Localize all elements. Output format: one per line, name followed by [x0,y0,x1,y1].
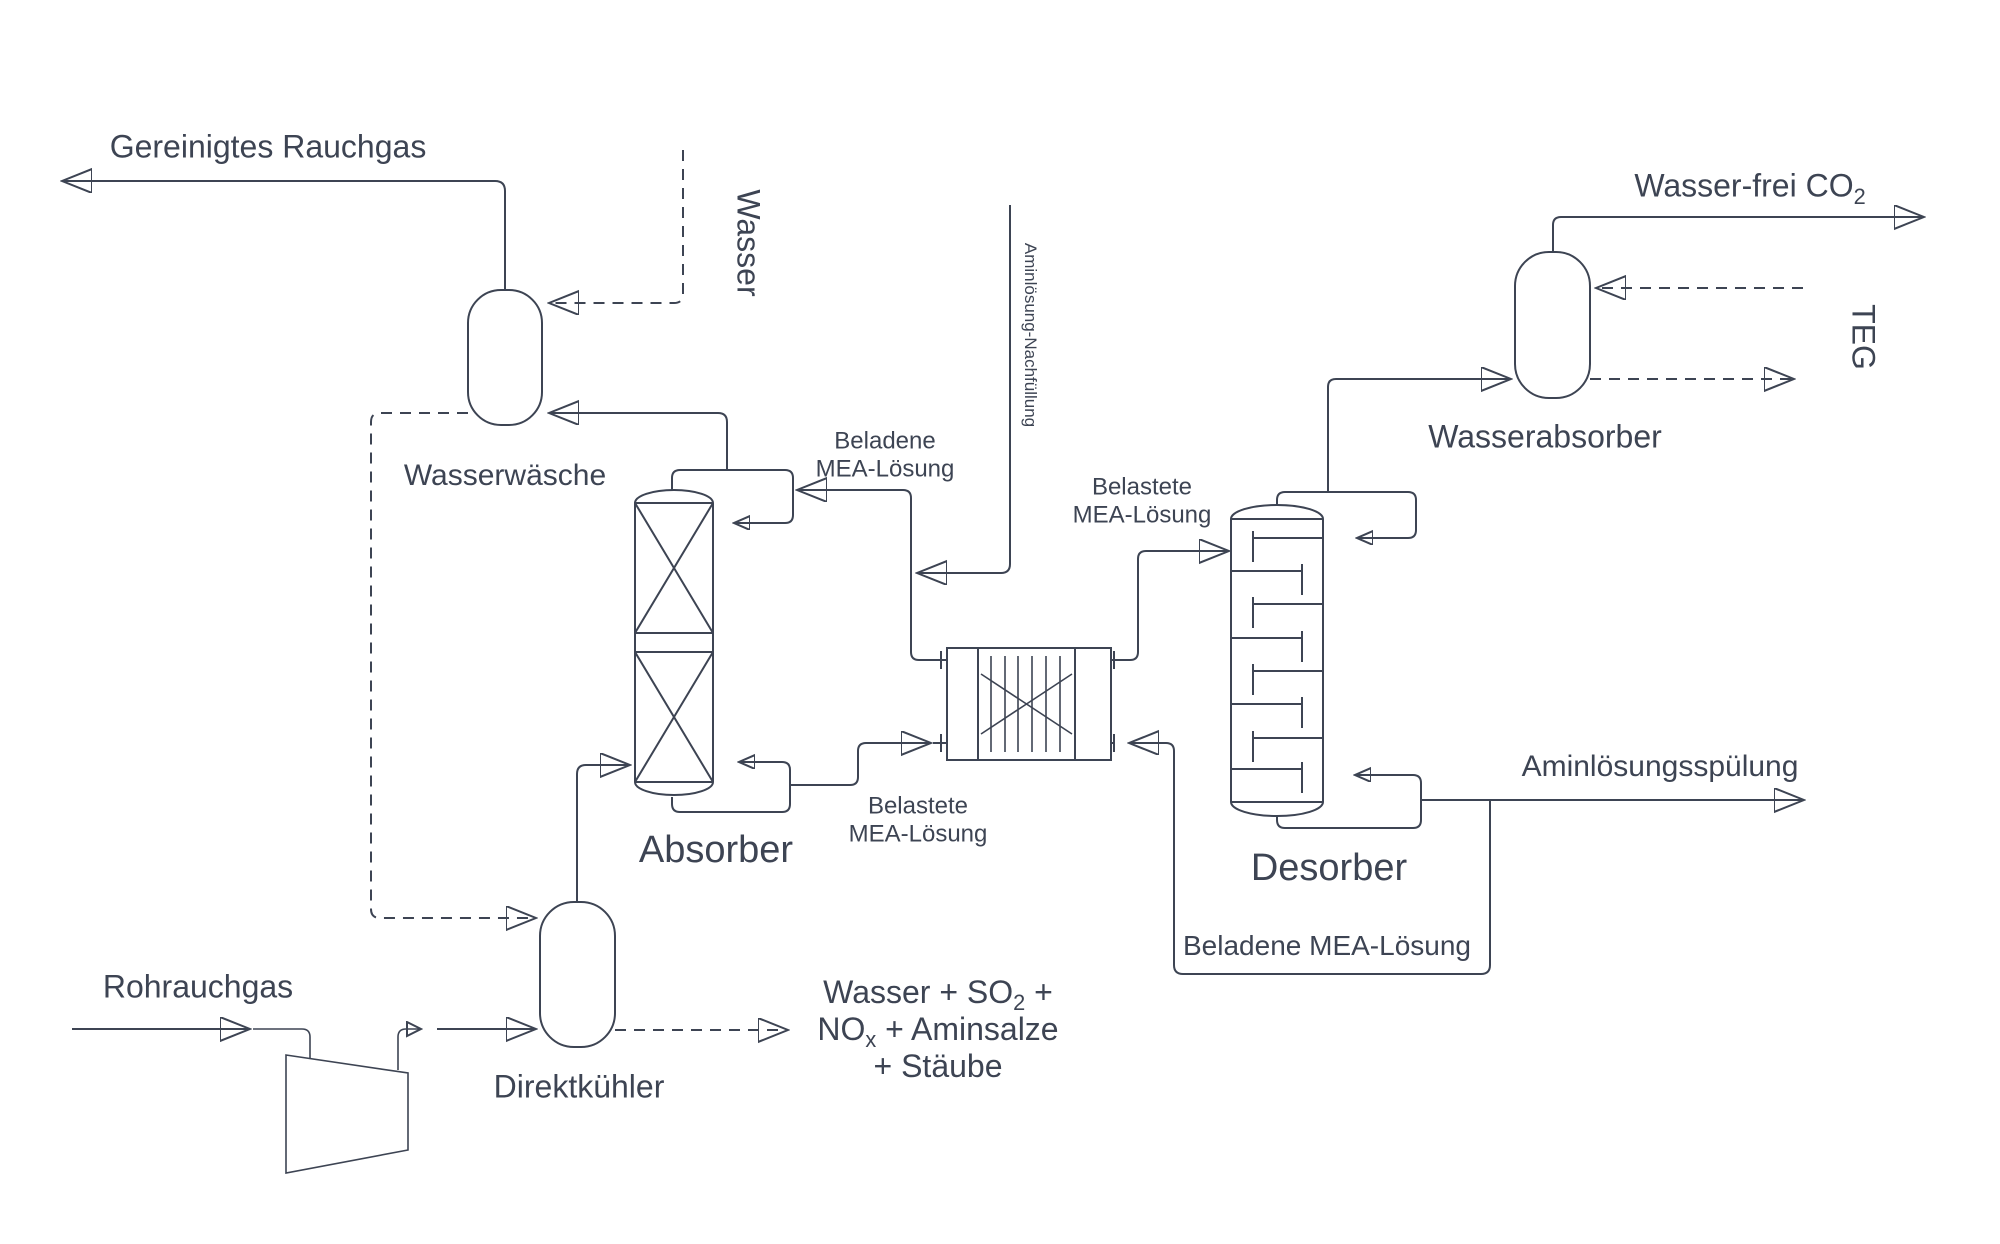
desorber-trays-left [1252,531,1323,762]
label-belastete-mea-top-line1: Belastete [1091,473,1193,501]
line-wasser-dashed [549,150,684,303]
label-abgas-line2-post: + Aminsalze [876,1010,1059,1047]
desorber-column [1230,504,1324,817]
heat-exchanger-left-header [946,647,979,761]
line-absorber-bottom-loop [671,762,791,813]
label-wasser-frei-co2-sub: 2 [1853,183,1866,209]
absorber-packing-x-bottom [634,651,714,783]
line-desorber-bottom-loop [1276,775,1422,829]
absorber-column [634,489,714,796]
label-wasser: Wasser [730,189,767,297]
line-wasserwaesche-to-direktkuehler [370,412,536,918]
heat-exchanger-tubes [990,656,1061,752]
line-absorber-top-loop [671,469,794,523]
line-wasserfrei-co2 [1552,217,1924,252]
label-abgas-line1-sub: 2 [1013,990,1026,1016]
desorber-head-lines [1231,518,1323,803]
desorber-trays-right [1231,564,1303,793]
label-belastete-mea-bottom-line1: Belastete [867,792,969,820]
wasserabsorber-vessel [1514,251,1591,399]
label-belastete-mea-bottom: Belastete MEA-Lösung [849,792,988,847]
label-abgas-line2-pre: NO [817,1010,866,1047]
label-belastete-mea-top-line2: MEA-Lösung [1072,501,1212,528]
label-abgas-line2-sub: x [865,1026,877,1052]
absorber-shell [634,489,714,796]
label-abgas: Wasser + SO2 + NOx + Aminsalze + Stäube [817,974,1058,1084]
label-desorber: Desorber [1250,847,1408,890]
label-beladene-mea-bottom: Beladene MEA-Lösung [1183,929,1471,961]
label-abgas-line3: + Stäube [873,1047,1003,1084]
label-beladene-mea-top: Beladene MEA-Lösung [816,427,955,482]
label-abgas-line1-post: + [1025,973,1053,1010]
label-aminloesung-nachfuellung: Aminlösung-Nachfüllung [1020,242,1040,428]
label-belastete-mea-bottom-line2: MEA-Lösung [848,820,988,847]
label-belastete-mea-top: Belastete MEA-Lösung [1073,473,1212,528]
line-gereinigtes-rauchgas [62,181,506,290]
label-beladene-mea-top-line1: Beladene [834,427,936,455]
label-abgas-line2: NOx + Aminsalze [817,1010,1059,1051]
label-wasser-frei-co2: Wasser-frei CO2 [1634,167,1865,208]
line-direktkuehler-to-absorber [576,765,630,902]
label-wasserwaesche: Wasserwäsche [403,458,607,492]
label-teg: TEG [1845,304,1882,370]
label-aminloesungsspuelung: Aminlösungsspülung [1521,749,1799,783]
line-aminloesung-nachfuellung [917,205,1011,573]
blower-fan [285,1054,409,1174]
line-desorber-to-exchanger-return [1129,743,1491,975]
label-abgas-line1: Wasser + SO2 + [817,973,1058,1014]
label-abgas-line1-pre: Wasser + SO [823,973,1014,1010]
heat-exchanger-x [980,673,1073,735]
absorber-section-lines [635,502,713,783]
heat-exchanger [940,647,1115,761]
line-absorber-to-wasserwaesche [549,413,728,470]
label-beladene-mea-top-line2: MEA-Lösung [815,455,955,482]
line-absorber-to-exchanger [790,743,931,786]
label-wasser-frei-co2-text: Wasser-frei CO [1634,167,1854,204]
label-absorber: Absorber [638,829,794,872]
heat-exchanger-right-header [1074,647,1112,761]
label-wasserabsorber: Wasserabsorber [1428,418,1662,455]
heat-exchanger-port-ticks [940,651,1115,752]
line-desorber-top-loop [1276,491,1417,538]
label-direktkuehler: Direktkühler [493,1068,665,1105]
line-exchanger-to-absorber [797,490,947,661]
wasserwaesche-vessel [467,289,543,426]
line-fan-out [397,1029,421,1070]
direktkuehler-vessel [539,901,616,1048]
line-exchanger-to-desorber [1111,551,1229,661]
label-rohrauchgas: Rohrauchgas [102,968,294,1005]
label-gereinigtes-rauchgas: Gereinigtes Rauchgas [109,128,427,165]
line-rohrauchgas-to-fan [253,1028,311,1059]
line-desorber-to-wasserabsorber [1327,379,1511,492]
absorber-packing-x-top [634,502,714,634]
